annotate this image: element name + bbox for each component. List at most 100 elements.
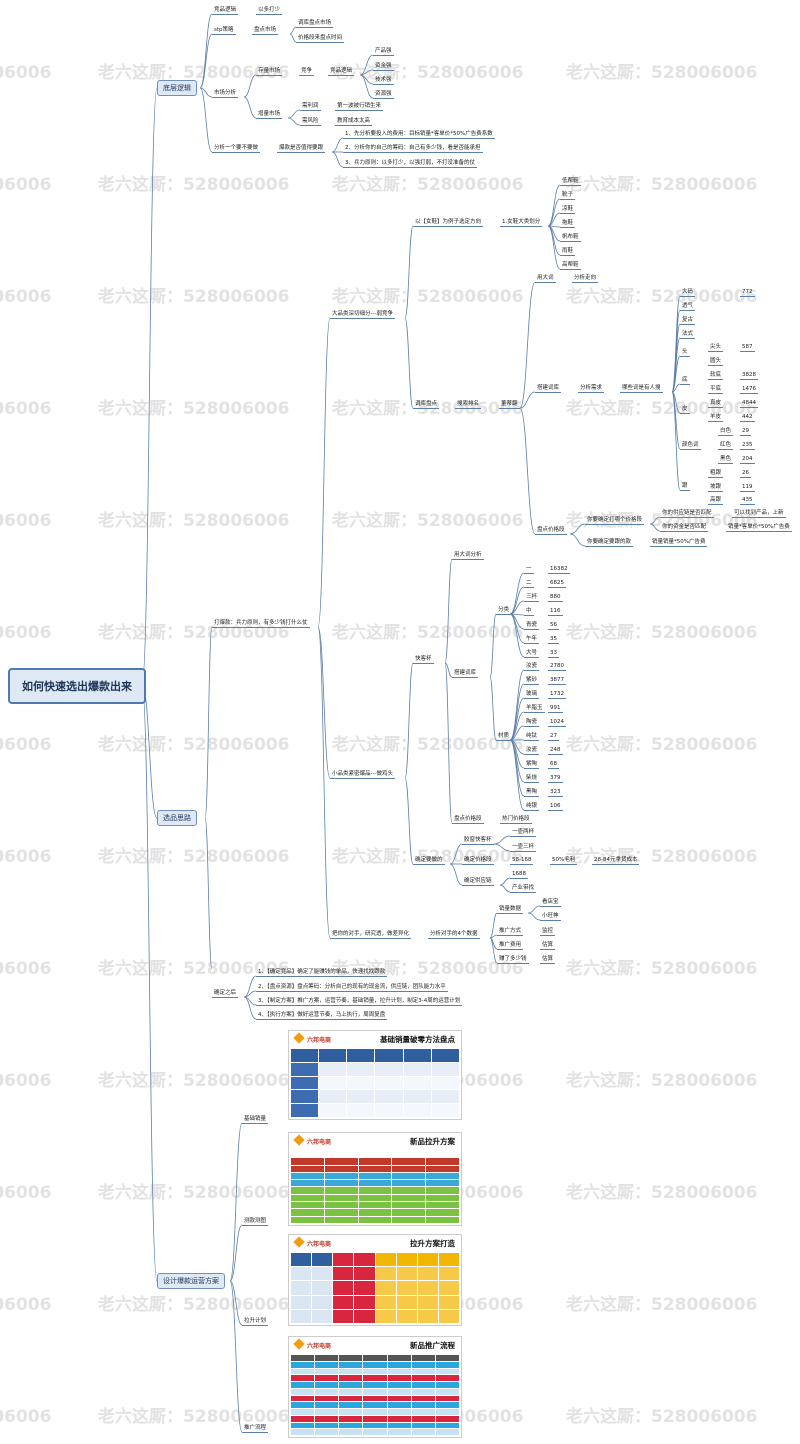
mindmap-node[interactable]: 2、【盘点资源】盘点筹码：分析自己的现有的现金流，供应链，团队能力水平 [256,984,448,992]
mindmap-node[interactable]: 存量市场 [256,68,283,76]
mindmap-node[interactable]: 推广费用 [497,942,524,950]
mindmap-node[interactable]: 确定之后 [212,990,239,998]
mindmap-node[interactable]: 1、先分析要投入的费用：目标销量*客单价*50%广告费系数 [343,131,495,139]
mindmap-node[interactable]: 第一波被行销生来 [335,103,384,111]
material-type[interactable]: 汝瓷 [524,747,540,755]
mindmap-node[interactable]: 你的资金是否匹配 [660,524,709,532]
shoe-category[interactable]: 雨鞋 [560,248,576,256]
shoe-category[interactable]: 凉鞋 [560,206,576,214]
keyword-node[interactable]: 大码 [680,289,696,297]
mindmap-node[interactable]: 50%毛利 [550,857,578,865]
mindmap-node[interactable]: 快客杯 [413,656,434,664]
cup-type[interactable]: 中 [524,608,534,616]
material-type[interactable]: 黑陶 [524,789,540,797]
mindmap-node[interactable]: 产品强 [373,48,394,56]
mindmap-node[interactable]: 用大词 [535,275,556,283]
node-competitor-logic[interactable]: 竞品逻辑 [212,7,239,15]
keyword-node[interactable]: 平底 [708,386,724,394]
keyword-node[interactable]: 黑色 [718,456,734,464]
material-type[interactable]: 纯钛 [524,733,540,741]
keyword-node[interactable]: 皮 [680,406,690,414]
mindmap-node[interactable]: 1.女鞋大类划分 [500,219,543,227]
keyword-node[interactable]: 粗跟 [708,470,724,478]
mindmap-node[interactable]: 3、【制定方案】推广方案，运营节奏，基础销量，拉升计划，制定3-4周的运营计划 [256,998,463,1006]
cup-type[interactable]: 青瓷 [524,622,540,630]
mindmap-node[interactable]: 测款测图 [242,1218,269,1226]
material-type[interactable]: 玻璃 [524,691,540,699]
node-market-check[interactable]: 盘点市场 [252,27,279,35]
shoe-category[interactable]: 高帮鞋 [560,262,581,270]
keyword-node[interactable]: 透气 [680,303,696,311]
material-type[interactable]: 汝瓷 [524,663,540,671]
mindmap-node[interactable]: 小品类紧密爆品---做鸡头 [330,771,395,779]
cup-type[interactable]: 二 [524,580,534,588]
material-type[interactable]: 柴烧 [524,775,540,783]
mindmap-node[interactable]: 竞争 [299,68,315,76]
keyword-node[interactable]: 羊皮 [708,414,724,422]
keyword-node[interactable]: 圆头 [708,358,724,366]
mindmap-node[interactable]: 调库盘点市场 [296,20,334,28]
keyword-node[interactable]: 头 [680,349,690,357]
mindmap-node[interactable]: 确定供应链 [462,878,494,886]
mindmap-node[interactable]: 销量销量*50%广告费 [650,539,708,547]
mindmap-node[interactable]: 分析对手的4个数据 [428,931,480,939]
mindmap-node[interactable]: 教育成本太高 [335,118,373,126]
mindmap-node[interactable]: 材质 [496,733,512,741]
mindmap-node[interactable]: 一壶两杯 [510,829,537,837]
mindmap-node[interactable]: 资金强 [373,63,394,71]
mindmap-node[interactable]: 搜索排名 [455,401,482,409]
keyword-node[interactable]: 复古 [680,317,696,325]
mindmap-node[interactable]: 以【女鞋】为例子选定方向 [413,219,484,227]
keyword-node[interactable]: 红色 [718,442,734,450]
material-type[interactable]: 紫砂 [524,677,540,685]
keyword-node[interactable]: 软底 [708,372,724,380]
mindmap-node[interactable]: 28-84元拿货成本 [592,857,640,865]
shoe-category[interactable]: 低帮鞋 [560,178,581,186]
mindmap-node[interactable]: 1、【确定竞品】确定了能赚钱的单品，快速找找跟款 [256,969,388,977]
shoe-category[interactable]: 帆布鞋 [560,234,581,242]
mindmap-node[interactable]: 调库盘点 [413,401,440,409]
material-type[interactable]: 紫陶 [524,761,540,769]
mindmap-node[interactable]: 大品类深切细分---弱竞争 [330,311,395,319]
mindmap-node[interactable]: 估算 [540,942,556,950]
mindmap-node[interactable]: 用大词分析 [452,552,484,560]
mindmap-node[interactable]: 竞品逻辑 [328,68,355,76]
mindmap-node[interactable]: 资源强 [373,91,394,99]
mindmap-node[interactable]: 推广流程 [242,1425,269,1433]
mindmap-node[interactable]: 盘点价格段 [535,527,567,535]
mindmap-node[interactable]: 拉升计划 [242,1318,269,1326]
mindmap-node[interactable]: 热门价格段 [500,816,532,824]
mindmap-node[interactable]: 胶窗快客杯 [462,837,494,845]
mindmap-node[interactable]: 价格段来盘点时间 [296,35,345,43]
cup-type[interactable]: 一 [524,566,534,574]
mindmap-node[interactable]: 盘点价格段 [452,816,484,824]
material-type[interactable]: 陶瓷 [524,719,540,727]
mindmap-node[interactable]: 估算 [540,956,556,964]
mindmap-node[interactable]: 推广方式 [497,928,524,936]
shoe-category[interactable]: 拖鞋 [560,220,576,228]
keyword-node[interactable]: 真皮 [708,400,724,408]
mindmap-node[interactable]: 分析走向 [572,275,599,283]
mindmap-node[interactable]: 58-168 [510,857,534,865]
cup-type[interactable]: 大号 [524,650,540,658]
mindmap-node[interactable]: 把你的对手，研究透，做差异化 [330,931,412,939]
mindmap-node[interactable]: 确定要做的 [413,857,445,865]
node-war-principle[interactable]: 打爆款：兵力原则，有多少钱打什么仗 [212,620,310,628]
cup-type[interactable]: 午年 [524,636,540,644]
mindmap-node[interactable]: 赚了多少钱 [497,956,529,964]
node-stp[interactable]: stp策略 [212,27,236,35]
material-type[interactable]: 羊脂玉 [524,705,545,713]
node-fight-few[interactable]: 以多打少 [256,7,283,15]
mindmap-node[interactable]: 分析需求 [578,385,605,393]
mindmap-node[interactable]: 确定价格段 [462,857,494,865]
mindmap-node[interactable]: 1688 [510,871,528,879]
mindmap-node[interactable]: 监控 [540,928,556,936]
keyword-node[interactable]: 白色 [718,428,734,436]
mindmap-node[interactable]: 技术强 [373,77,394,85]
mindmap-node[interactable]: 看店宝 [540,899,561,907]
topic-underlying-logic[interactable]: 底层逻辑 [157,80,197,96]
mindmap-node[interactable]: 你的供应链是否匹配 [660,510,714,518]
mindmap-node[interactable]: 你要确定要跟的款 [585,539,634,547]
mindmap-node[interactable]: 分析一个要不要做 [212,145,261,153]
keyword-node[interactable]: 法式 [680,331,696,339]
